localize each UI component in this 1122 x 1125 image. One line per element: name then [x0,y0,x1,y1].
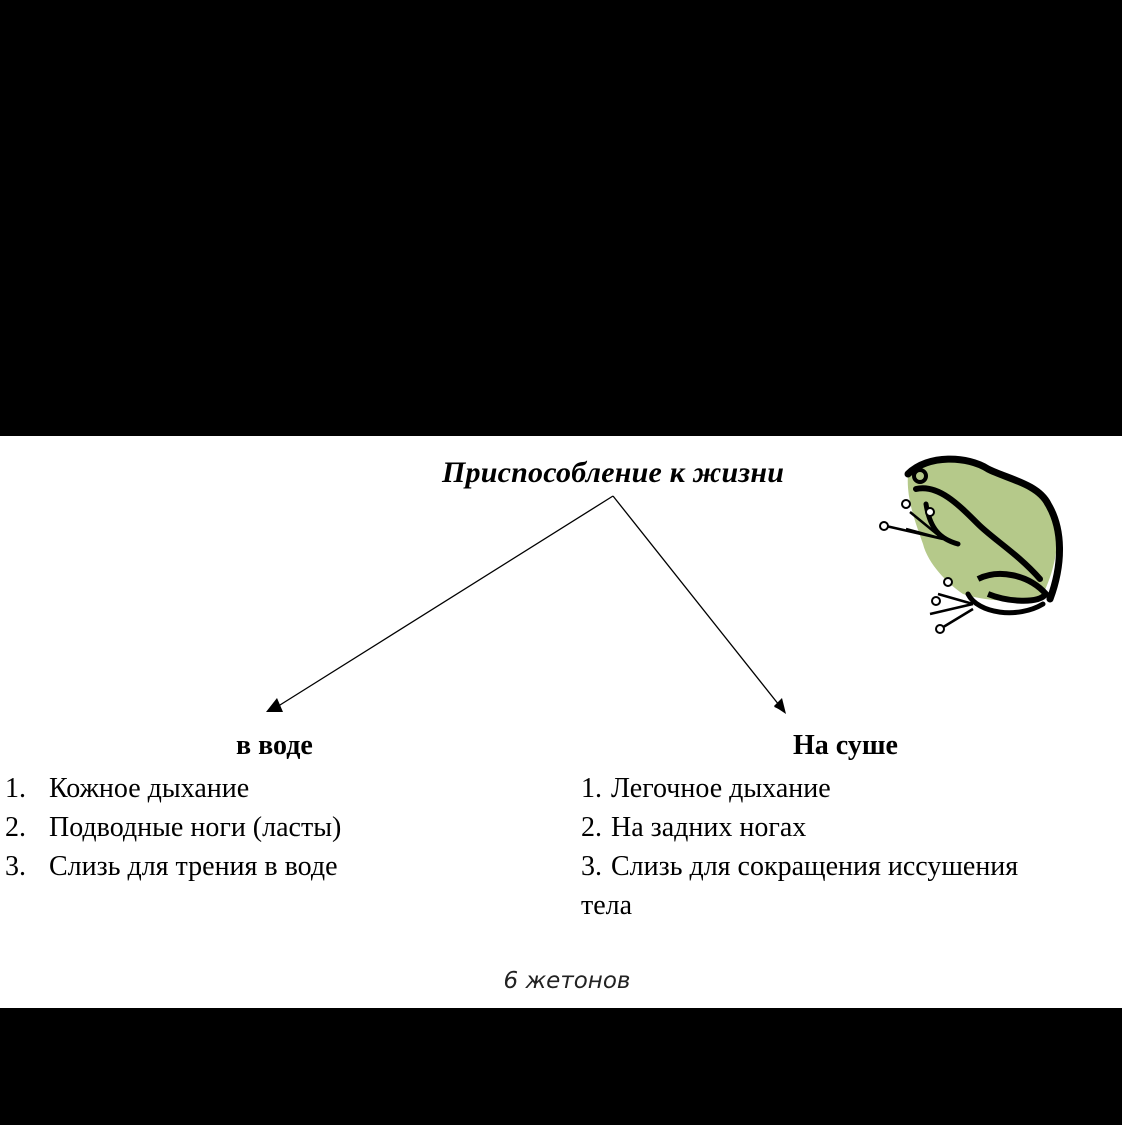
item-number: 3. [581,851,602,882]
heading-on-land: На суше [793,730,898,761]
land-adaptations-list: 1. Легочное дыхание 2. На задних ногах 3. С… [581,769,1018,925]
item-text: Легочное дыхание [611,773,831,804]
water-adaptations-list: 1. Кожное дыхание 2. Подводные ноги (ласты… [5,769,341,886]
list-item: 3. Слизь для сокращения иссушения [581,847,1018,886]
list-item: 2. Подводные ноги (ласты) [5,808,341,847]
footer-caption: 6 жетонов [503,968,631,994]
branch-arrows [266,495,786,714]
list-item: 3. Слизь для трения в воде [5,847,341,886]
diagram-title: Приспособление к жизни [442,456,785,489]
frog-illustration [879,455,1063,634]
arrow-to-land [612,495,785,712]
slide: Приспособление к жизни в воде На суше 1.… [0,436,1122,1008]
item-number: 2. [5,812,26,843]
item-text: Слизь для сокращения иссушения [611,851,1019,882]
arrowhead-left [266,698,283,712]
item-text: Слизь для трения в воде [49,851,338,882]
list-item: 2. На задних ногах [581,808,1018,847]
item-number: 1. [5,773,26,804]
item-text: Кожное дыхание [49,773,250,804]
item-number: 1. [581,773,602,804]
arrowhead-right [774,698,786,714]
item-number: 3. [5,851,26,882]
list-item: 1. Кожное дыхание [5,769,341,808]
list-item: 1. Легочное дыхание [581,769,1018,808]
item-text: Подводные ноги (ласты) [49,812,342,843]
arrow-to-water [270,495,614,712]
item-number: 2. [581,812,602,843]
heading-in-water: в воде [236,730,313,761]
item-text: На задних ногах [611,812,807,843]
list-item-continuation: тела [581,890,633,921]
